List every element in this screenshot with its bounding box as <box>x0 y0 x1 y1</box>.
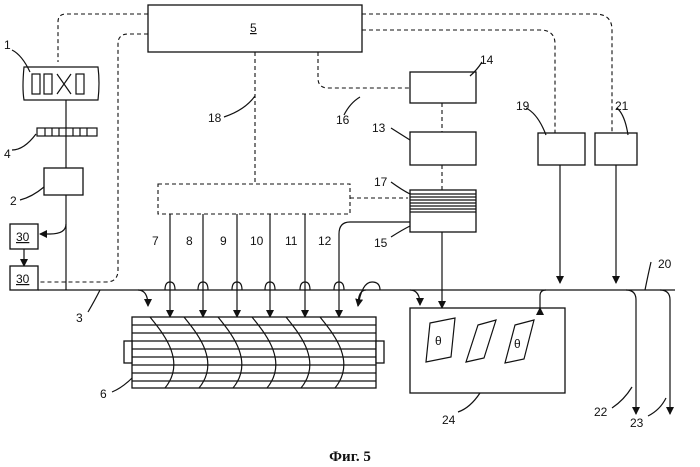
label-7: 7 <box>152 234 159 248</box>
label-19: 19 <box>516 99 530 113</box>
block-21 <box>595 133 637 165</box>
label-18: 18 <box>208 111 222 125</box>
label-17: 17 <box>374 175 388 189</box>
label-6: 6 <box>100 387 107 401</box>
label-12: 12 <box>318 234 332 248</box>
label-3: 3 <box>76 311 83 325</box>
block-15 <box>410 190 476 232</box>
label-10: 10 <box>250 234 264 248</box>
block-13 <box>410 132 476 165</box>
element-4 <box>37 128 97 136</box>
label-30-lower: 30 <box>16 272 30 286</box>
supply-lines <box>170 214 410 317</box>
manifold-box <box>158 184 350 214</box>
input-belt-1 <box>23 67 99 100</box>
label-4: 4 <box>4 147 11 161</box>
label-24: 24 <box>442 413 456 427</box>
block-24 <box>410 308 565 393</box>
label-20: 20 <box>658 257 672 271</box>
label-1: 1 <box>4 38 11 52</box>
label-13: 13 <box>372 121 386 135</box>
block-14 <box>410 72 476 103</box>
label-16: 16 <box>336 113 350 127</box>
label-9: 9 <box>220 234 227 248</box>
label-14: 14 <box>480 53 494 67</box>
block-19 <box>538 133 585 165</box>
label-8: 8 <box>186 234 193 248</box>
label-23: 23 <box>630 416 644 430</box>
label-21: 21 <box>615 99 629 113</box>
label-22: 22 <box>594 405 608 419</box>
block-2 <box>44 168 83 195</box>
card-symbol-1: θ <box>435 334 442 348</box>
label-11: 11 <box>285 234 298 248</box>
label-2: 2 <box>10 194 17 208</box>
label-15: 15 <box>374 236 388 250</box>
figure-caption: Фиг. 5 <box>329 449 371 465</box>
drum-6 <box>124 317 384 388</box>
label-30-upper: 30 <box>16 230 30 244</box>
label-5: 5 <box>250 21 257 35</box>
card-symbol-2: θ <box>514 337 521 351</box>
drum-feed-loops <box>138 282 380 306</box>
stack-17 <box>410 194 476 212</box>
